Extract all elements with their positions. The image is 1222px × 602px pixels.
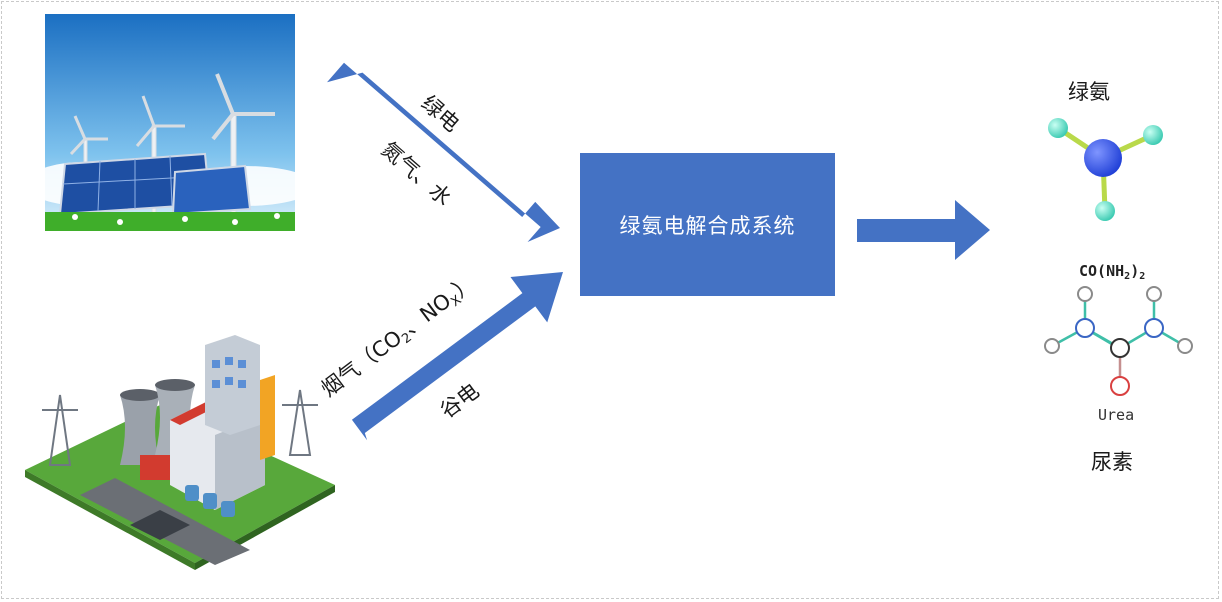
urea-formula-tail-sub: 2 <box>1139 271 1146 282</box>
urea-formula-suffix: ) <box>1130 262 1140 280</box>
ammonia-molecule-icon <box>1048 118 1163 221</box>
renewable-energy-illustration <box>45 14 295 231</box>
arrow-plant-to-system <box>351 272 563 441</box>
system-box-label: 绿氨电解合成系统 <box>619 213 796 238</box>
urea-label: 尿素 <box>1091 450 1133 474</box>
urea-formula-prefix: CO(NH <box>1079 262 1125 280</box>
urea-formula-sub: 2 <box>1124 271 1131 282</box>
system-box: 绿氨电解合成系统 <box>580 153 835 296</box>
arrow-renewable-to-system <box>327 62 560 243</box>
urea-caption: Urea <box>1098 406 1135 424</box>
urea-formula: CO(NH2)2 <box>1079 262 1145 282</box>
arrow-system-to-products <box>857 200 990 260</box>
green-ammonia-label: 绿氨 <box>1068 80 1110 104</box>
urea-molecule-icon <box>1044 286 1193 396</box>
power-plant-illustration <box>25 335 335 570</box>
